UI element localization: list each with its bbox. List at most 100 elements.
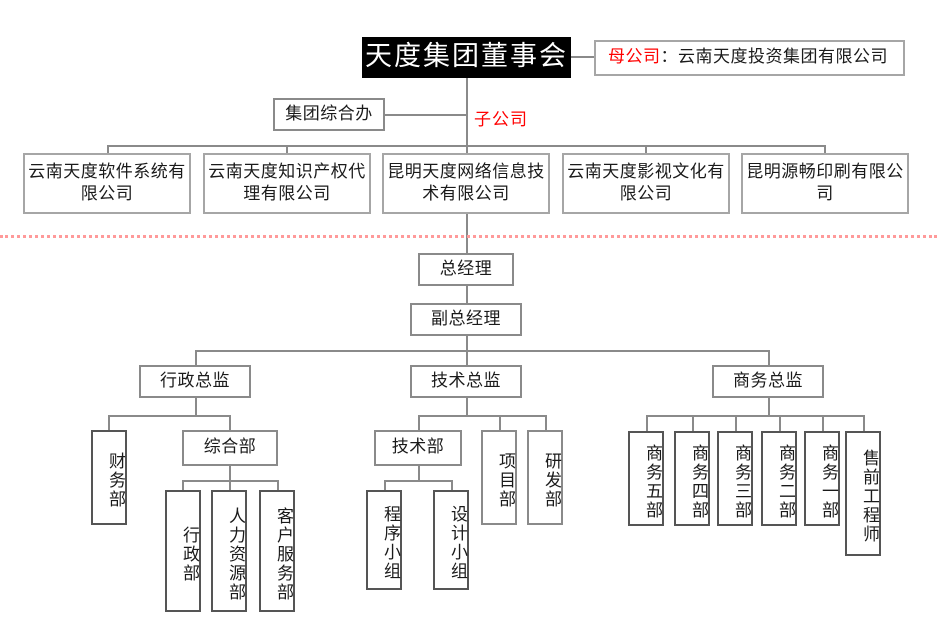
subsidiary-label-1: 云南天度软件系统有限公司 [28, 161, 186, 204]
subsidiary-box-3[interactable]: 昆明天度网络信息技术有限公司 [382, 153, 550, 214]
connector-drop-admin-dept [182, 480, 184, 490]
connector-tech-trunk [466, 398, 468, 415]
subsidiary-box-5[interactable]: 昆明源畅印刷有限公司 [741, 153, 909, 214]
presales-engineer-label: 售前工程师 [859, 449, 879, 544]
deputy-general-manager-label: 副总经理 [431, 308, 501, 329]
connector-drop-sub-5 [824, 145, 826, 153]
connector-subsidiary-distributor [107, 145, 824, 147]
hr-department-label: 人力资源部 [225, 506, 245, 602]
administration-department-label: 行政部 [179, 525, 199, 583]
group-general-office-label: 集团综合办 [285, 103, 373, 124]
technology-department-box[interactable]: 技术部 [374, 430, 462, 466]
connector-drop-service-dept [277, 480, 279, 490]
parent-company-separator: ： [660, 47, 678, 68]
subsidiary-tag-label: 子公司 [474, 110, 528, 130]
business-unit-4-box[interactable]: 商务四部 [674, 431, 710, 526]
connector-drop-finance [108, 415, 110, 430]
connector-drop-program-group [384, 480, 386, 490]
connector-drop-business-3 [735, 415, 737, 431]
rd-department-label: 研发部 [541, 452, 561, 509]
connector-director-distributor [195, 350, 768, 352]
director-label-business: 商务总监 [733, 370, 803, 391]
connector-drop-sub-1 [107, 145, 109, 153]
technology-department-label: 技术部 [391, 437, 445, 458]
connector-gm-to-deputy [466, 286, 468, 303]
subsidiary-box-4[interactable]: 云南天度影视文化有限公司 [562, 153, 730, 214]
customer-service-department-label: 客户服务部 [273, 506, 293, 602]
director-label-admin: 行政总监 [160, 370, 230, 391]
connector-board-trunk [466, 78, 468, 145]
connector-drop-rd-dept [545, 415, 547, 430]
board-of-directors-label: 天度集团董事会 [365, 41, 568, 73]
connector-admin-trunk [195, 398, 197, 415]
rd-department-box[interactable]: 研发部 [527, 430, 563, 525]
connector-drop-director-3 [768, 350, 770, 365]
connector-drop-design-group [451, 480, 453, 490]
director-label-tech: 技术总监 [431, 370, 501, 391]
design-group-label: 设计小组 [447, 505, 467, 581]
connector-general-dept-trunk [229, 466, 231, 480]
general-manager-label: 总经理 [439, 258, 493, 279]
business-unit-2-box[interactable]: 商务二部 [761, 431, 797, 526]
administration-department-box[interactable]: 行政部 [165, 490, 201, 612]
project-department-label: 项目部 [495, 452, 515, 509]
connector-deputy-trunk [466, 336, 468, 350]
director-box-business[interactable]: 商务总监 [712, 365, 824, 398]
general-department-label: 综合部 [203, 437, 257, 458]
connector-business-distributor [646, 415, 863, 417]
connector-business-trunk [768, 398, 770, 415]
design-group-box[interactable]: 设计小组 [433, 490, 469, 590]
finance-department-label: 财务部 [105, 452, 125, 509]
subsidiary-box-2[interactable]: 云南天度知识产权代理有限公司 [203, 153, 371, 214]
subsidiary-label-2: 云南天度知识产权代理有限公司 [208, 161, 366, 204]
deputy-general-manager-box[interactable]: 副总经理 [410, 303, 522, 336]
director-box-admin[interactable]: 行政总监 [139, 365, 251, 398]
finance-department-box[interactable]: 财务部 [91, 430, 127, 525]
director-box-tech[interactable]: 技术总监 [410, 365, 522, 398]
business-unit-2-label: 商务二部 [775, 443, 795, 520]
program-group-box[interactable]: 程序小组 [366, 490, 402, 590]
subsidiary-box-1[interactable]: 云南天度软件系统有限公司 [23, 153, 191, 214]
hr-department-box[interactable]: 人力资源部 [211, 490, 247, 612]
connector-drop-business-5 [646, 415, 648, 431]
connector-drop-hr-dept [229, 480, 231, 490]
general-manager-box[interactable]: 总经理 [418, 253, 514, 286]
business-unit-3-box[interactable]: 商务三部 [717, 431, 753, 526]
connector-tech-dept-distributor [384, 480, 452, 482]
section-divider [0, 235, 937, 238]
connector-drop-director-1 [195, 350, 197, 365]
business-unit-5-label: 商务五部 [642, 443, 662, 520]
connector-drop-business-4 [692, 415, 694, 431]
subsidiary-label-4: 云南天度影视文化有限公司 [567, 161, 725, 204]
group-general-office-box[interactable]: 集团综合办 [273, 98, 385, 131]
business-unit-1-box[interactable]: 商务一部 [804, 431, 840, 526]
parent-company-box[interactable]: 母公司 ： 云南天度投资集团有限公司 [594, 40, 905, 76]
connector-tech-distributor [418, 415, 545, 417]
connector-tech-dept-trunk [418, 466, 420, 480]
subsidiary-label-5: 昆明源畅印刷有限公司 [746, 161, 904, 204]
connector-drop-director-2 [466, 350, 468, 365]
business-unit-3-label: 商务三部 [731, 443, 751, 520]
connector-drop-sub-3 [466, 145, 468, 153]
business-unit-4-label: 商务四部 [688, 443, 708, 520]
connector-general-office-to-trunk [385, 114, 466, 116]
connector-drop-tech-dept [418, 415, 420, 430]
project-department-box[interactable]: 项目部 [481, 430, 517, 525]
parent-company-name: 云南天度投资集团有限公司 [678, 47, 888, 68]
business-unit-1-label: 商务一部 [818, 443, 838, 520]
presales-engineer-box[interactable]: 售前工程师 [845, 431, 881, 556]
connector-drop-sub-4 [645, 145, 647, 153]
business-unit-5-box[interactable]: 商务五部 [628, 431, 664, 526]
connector-board-to-parent [571, 56, 594, 58]
connector-drop-business-1 [822, 415, 824, 431]
connector-drop-sub-2 [286, 145, 288, 153]
connector-admin-distributor [108, 415, 230, 417]
subsidiary-label-3: 昆明天度网络信息技术有限公司 [387, 161, 545, 204]
connector-drop-business-2 [779, 415, 781, 431]
program-group-label: 程序小组 [380, 505, 400, 581]
customer-service-department-box[interactable]: 客户服务部 [259, 490, 295, 612]
board-of-directors-box[interactable]: 天度集团董事会 [362, 37, 571, 78]
connector-drop-general-dept [229, 415, 231, 430]
general-department-box[interactable]: 综合部 [182, 430, 278, 466]
